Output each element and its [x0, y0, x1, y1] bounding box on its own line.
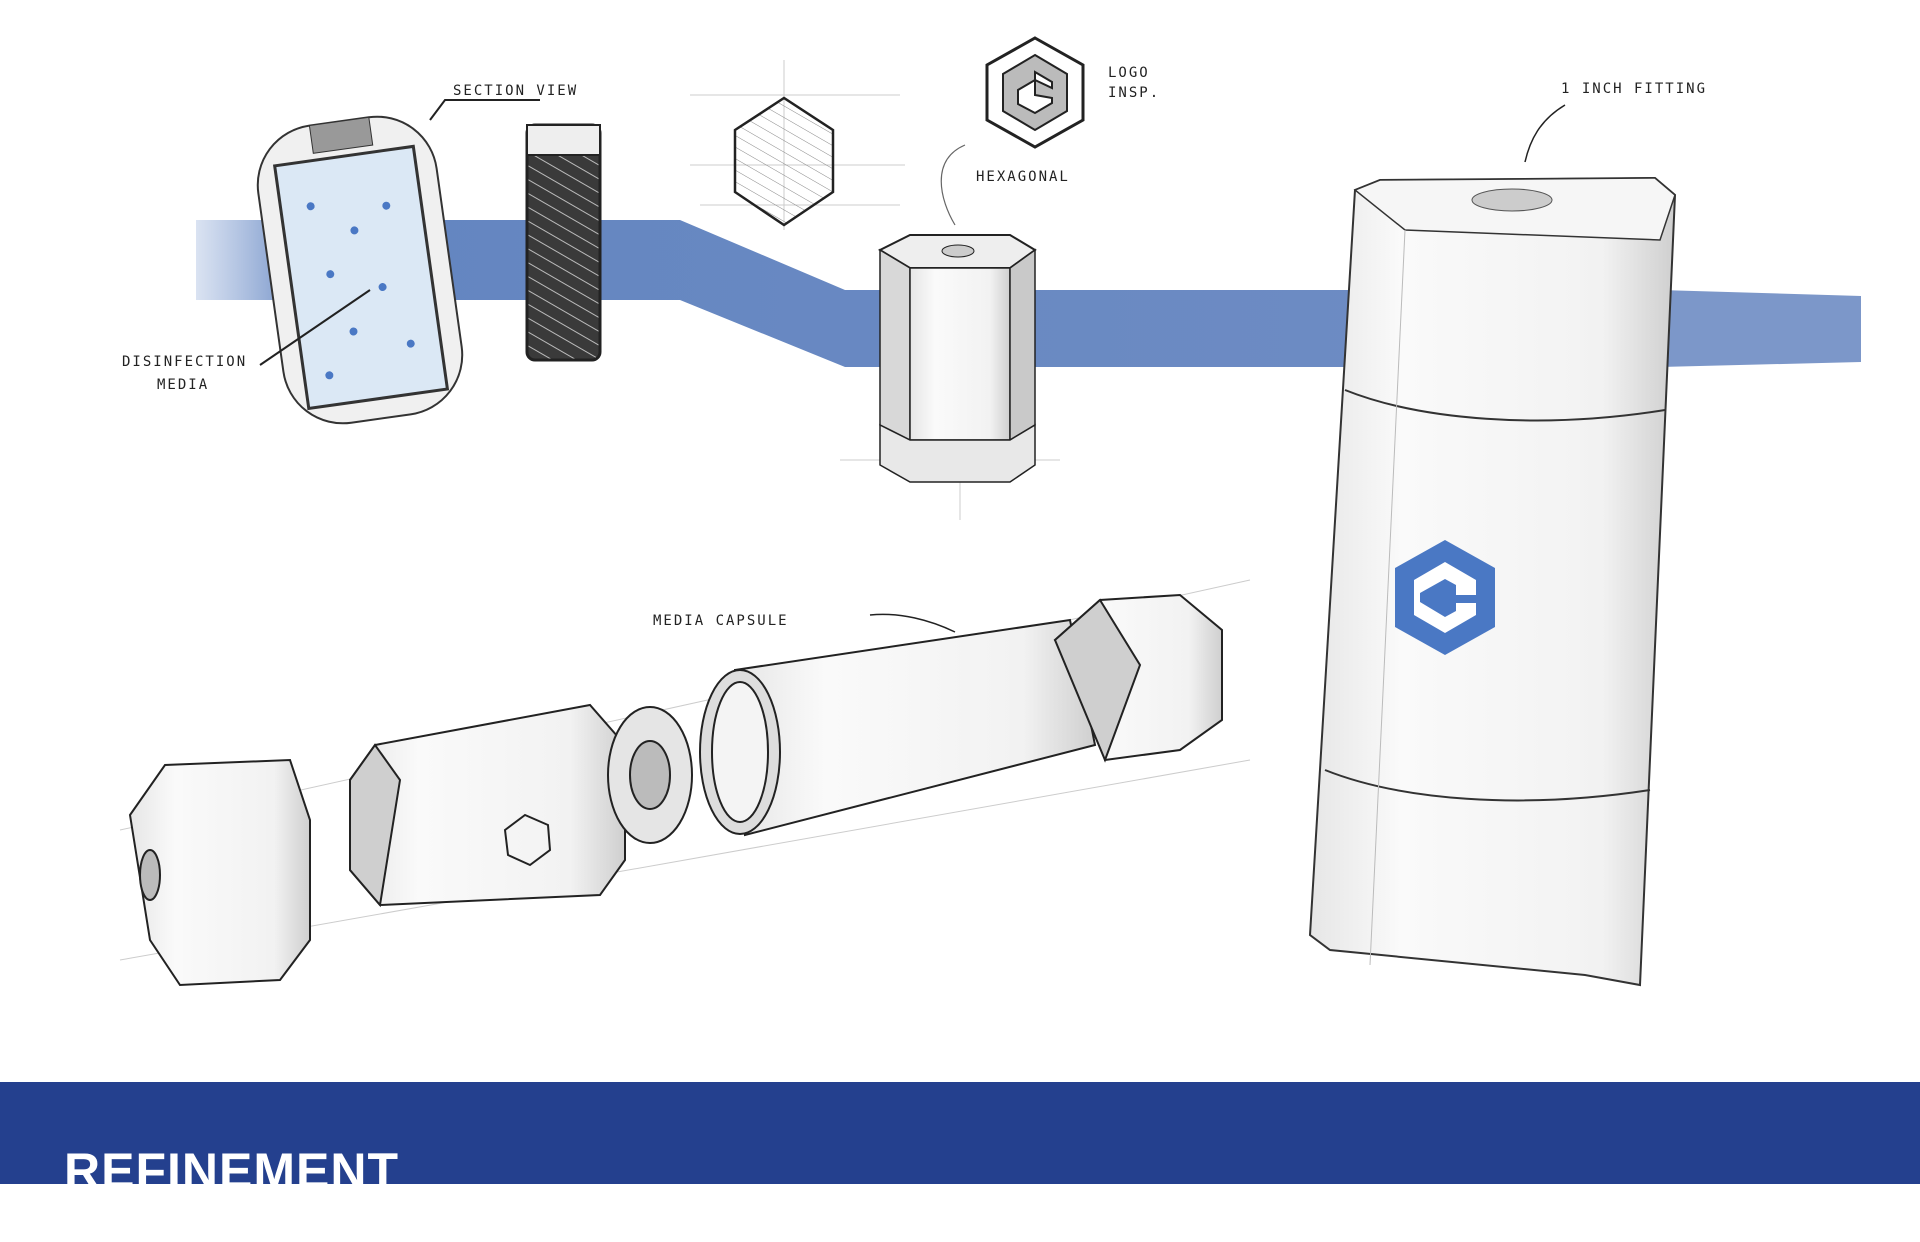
label-logo: LOGO [1108, 65, 1150, 81]
cartridge-section [525, 123, 602, 362]
media-capsule-arrow [869, 613, 956, 633]
logo-inspiration [985, 36, 1085, 149]
label-media-capsule: MEDIA CAPSULE [653, 613, 789, 629]
section-view-leader [429, 99, 540, 121]
label-hexagonal: HEXAGONAL [976, 169, 1070, 185]
fitting-arrow [1524, 104, 1566, 163]
flow-band-right [1660, 290, 1861, 367]
exploded-view [128, 593, 1223, 987]
label-section-view: SECTION VIEW [453, 83, 578, 99]
label-media: MEDIA [157, 377, 209, 393]
banner-title: REFINEMENT [64, 1143, 399, 1184]
label-disinfection: DISINFECTION [122, 354, 247, 370]
hexagonal-arrow [940, 144, 966, 226]
section-view-cylinder [256, 115, 464, 425]
flow-band [196, 220, 1350, 367]
logo-mark [1395, 540, 1495, 655]
hex-cylinder-concept [877, 234, 1037, 483]
label-insp: INSP. [1108, 85, 1160, 101]
label-inch-fitting: 1 INCH FITTING [1561, 81, 1707, 97]
cartridge-cap [526, 124, 601, 156]
section-banner: REFINEMENT [0, 1082, 1920, 1184]
disinfection-leader [259, 289, 371, 366]
refined-product-render [1308, 176, 1677, 987]
hexagon-elevation [733, 96, 835, 227]
